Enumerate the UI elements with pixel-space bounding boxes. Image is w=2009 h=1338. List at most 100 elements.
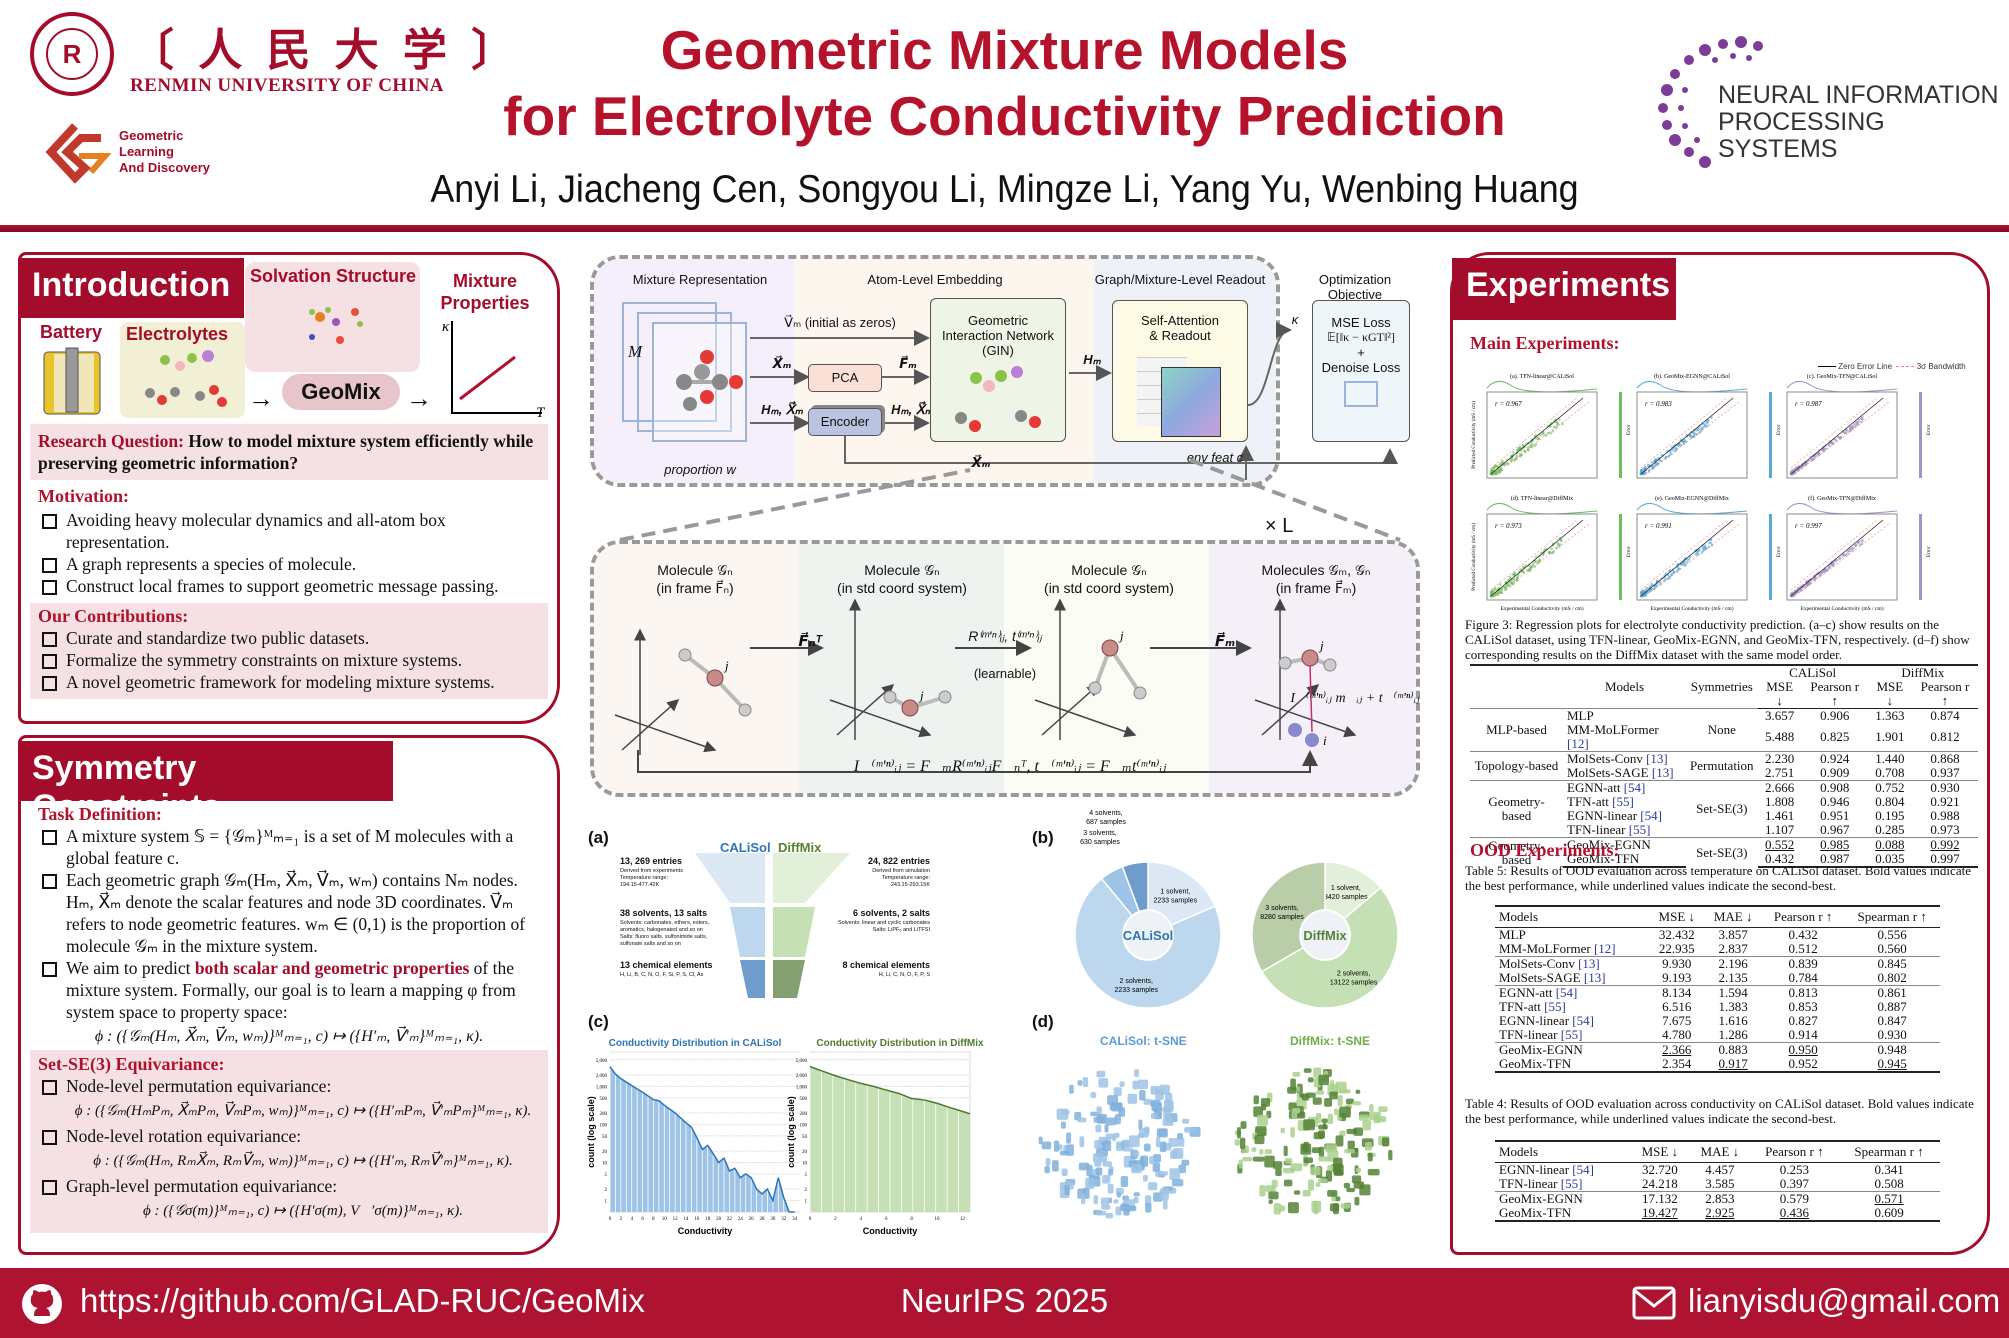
metric-value: 0.945 bbox=[1844, 1057, 1940, 1073]
data-point bbox=[1501, 460, 1504, 463]
poster-title-line1: Geometric Mixture Models bbox=[660, 19, 1349, 81]
tsne-cluster bbox=[1268, 1191, 1279, 1200]
diffmix-funnel-segment bbox=[773, 907, 815, 957]
metric-value: 32.720 bbox=[1641, 1162, 1678, 1177]
marginal-density bbox=[1636, 503, 1748, 515]
data-point bbox=[1857, 540, 1861, 543]
column-header: MAE ↓ bbox=[1704, 905, 1763, 928]
email-link[interactable]: lianyisdu@gmail.com bbox=[1688, 1282, 2001, 1319]
metric-value: 1.594 bbox=[1704, 985, 1763, 1000]
error-colorbar bbox=[1919, 514, 1922, 600]
aim-highlight: both scalar and geometric properties bbox=[194, 958, 470, 978]
times-l-label: × L bbox=[1265, 515, 1294, 537]
metric-value: 2.135 bbox=[1718, 970, 1748, 985]
metric-value: 2.666 bbox=[1757, 780, 1802, 795]
section-label: Optimization Objective bbox=[1318, 272, 1392, 302]
tsne-cluster bbox=[1176, 1133, 1183, 1140]
conductivity-histograms: Conductivity Distribution in CALiSol1251… bbox=[586, 1038, 984, 1236]
calisol-stat-detail: Salts: fluoro salts, sulfonimide salts, bbox=[620, 934, 708, 940]
colorbar-label: Error bbox=[1927, 546, 1932, 557]
data-point bbox=[1655, 579, 1659, 583]
model-name: EGNN-linear [54] bbox=[1499, 1013, 1594, 1028]
transform-arrow-label: R⁽ᵐ'ⁿ⁾ᵢⱼ, t⁽ᵐ'ⁿ⁾ᵢⱼ bbox=[968, 628, 1042, 644]
tsne-cluster bbox=[1325, 1170, 1333, 1182]
y-tick-label: 5,000 bbox=[596, 1059, 608, 1064]
metric-value: 2.751 bbox=[1765, 765, 1795, 780]
metric-value: 0.845 bbox=[1844, 956, 1940, 971]
regression-plot-title: (a). TFN-linear@CALiSol bbox=[1510, 373, 1574, 380]
pearson-r-label: r = 0.997 bbox=[1795, 522, 1822, 530]
tsne-cluster bbox=[1261, 1103, 1267, 1111]
metric-value: 0.825 bbox=[1820, 729, 1850, 744]
github-icon bbox=[22, 1284, 62, 1324]
tsne-cluster bbox=[1378, 1106, 1388, 1112]
tsne-cluster bbox=[1302, 1189, 1311, 1197]
data-point bbox=[1662, 579, 1666, 583]
citation-ref: [55] bbox=[1560, 1176, 1583, 1191]
calisol-funnel-segment bbox=[695, 853, 765, 903]
calisol-stat-detail: 194.15-477.42K bbox=[620, 882, 660, 888]
tsne-cluster bbox=[1240, 1121, 1247, 1129]
data-point bbox=[1814, 455, 1817, 459]
tsne-cluster bbox=[1251, 1147, 1257, 1152]
metric-header: Pearson r ↑ bbox=[1912, 680, 1978, 709]
data-point bbox=[1668, 576, 1672, 580]
citation-ref: [12] bbox=[1567, 736, 1589, 751]
tsne-cluster bbox=[1259, 1149, 1264, 1155]
github-link[interactable]: https://github.com/GLAD-RUC/GeoMix bbox=[80, 1282, 645, 1319]
citation-ref: [55] bbox=[1628, 822, 1651, 837]
tsne-cluster bbox=[1149, 1156, 1155, 1165]
university-seal-logo: R bbox=[30, 12, 114, 96]
proportion-label: proportion w bbox=[664, 462, 736, 477]
frame-panel-subtitle: (in frame F⃗ₘ) bbox=[1275, 580, 1357, 596]
regression-legend: Zero Error Line 3σ Bandwidth bbox=[1818, 362, 1966, 371]
mse-formula: 𝔼[‖κ − κGT‖²] bbox=[1327, 330, 1395, 344]
column-header: Symmetries bbox=[1686, 664, 1758, 709]
tsne-cluster bbox=[1333, 1167, 1341, 1173]
metric-value: 0.909 bbox=[1820, 765, 1850, 780]
x-tick-label: 12 bbox=[673, 1217, 679, 1222]
data-point bbox=[1513, 459, 1517, 462]
data-point bbox=[1709, 538, 1713, 542]
column-header: Models bbox=[1563, 664, 1686, 709]
frame-panel-subtitle: (in frame F⃗ₙ) bbox=[656, 580, 734, 596]
data-point bbox=[1860, 417, 1864, 421]
metric-value: 0.195 bbox=[1875, 808, 1905, 823]
tsne-cluster bbox=[1292, 1071, 1301, 1077]
axis-line bbox=[1254, 699, 1357, 738]
motivation-item: Avoiding heavy molecular dynamics and al… bbox=[38, 509, 548, 553]
tsne-cluster bbox=[1272, 1161, 1283, 1170]
tsne-cluster bbox=[1308, 1179, 1315, 1191]
metric-value: 0.285 bbox=[1875, 822, 1905, 837]
y-axis-label: count (log scale) bbox=[786, 1096, 796, 1168]
tsne-cluster bbox=[1239, 1137, 1246, 1150]
data-point bbox=[1652, 587, 1656, 591]
regression-plot-title: (d). TFN-linear@DiffMix bbox=[1511, 495, 1573, 502]
model-name: GeoMix-TFN bbox=[1495, 1206, 1631, 1222]
model-name: MolSets-Conv [13] bbox=[1563, 751, 1686, 766]
tsne-cluster bbox=[1282, 1167, 1295, 1174]
tsne-cluster bbox=[1113, 1087, 1122, 1097]
metric-value: 0.930 bbox=[1877, 1027, 1907, 1042]
pearson-r-label: r = 0.967 bbox=[1495, 400, 1522, 408]
tsne-cluster bbox=[1129, 1135, 1140, 1148]
y-tick-label: 1 bbox=[605, 1200, 608, 1205]
model-name: TFN-att [55] bbox=[1499, 999, 1566, 1014]
zero-error-line bbox=[1790, 397, 1884, 475]
metric-value: 0.952 bbox=[1762, 1057, 1845, 1073]
atom bbox=[1133, 686, 1147, 700]
axis-line bbox=[614, 714, 717, 753]
metric-value: 0.752 bbox=[1867, 780, 1912, 795]
model-name: TFN-linear [55] bbox=[1499, 1027, 1583, 1042]
mse-loss-label: MSE Loss bbox=[1331, 315, 1391, 330]
metric-value: 0.813 bbox=[1762, 985, 1845, 1000]
data-point bbox=[1835, 559, 1839, 562]
x-tick-label: 34 bbox=[792, 1217, 798, 1222]
tsne-cluster bbox=[1098, 1136, 1107, 1142]
model-name: GeoMix-EGNN bbox=[1495, 1191, 1631, 1206]
tsne-cluster bbox=[1139, 1090, 1146, 1101]
tsne-cluster bbox=[1101, 1204, 1111, 1210]
x-tick-label: 4 bbox=[630, 1217, 633, 1222]
data-point bbox=[1696, 550, 1699, 554]
